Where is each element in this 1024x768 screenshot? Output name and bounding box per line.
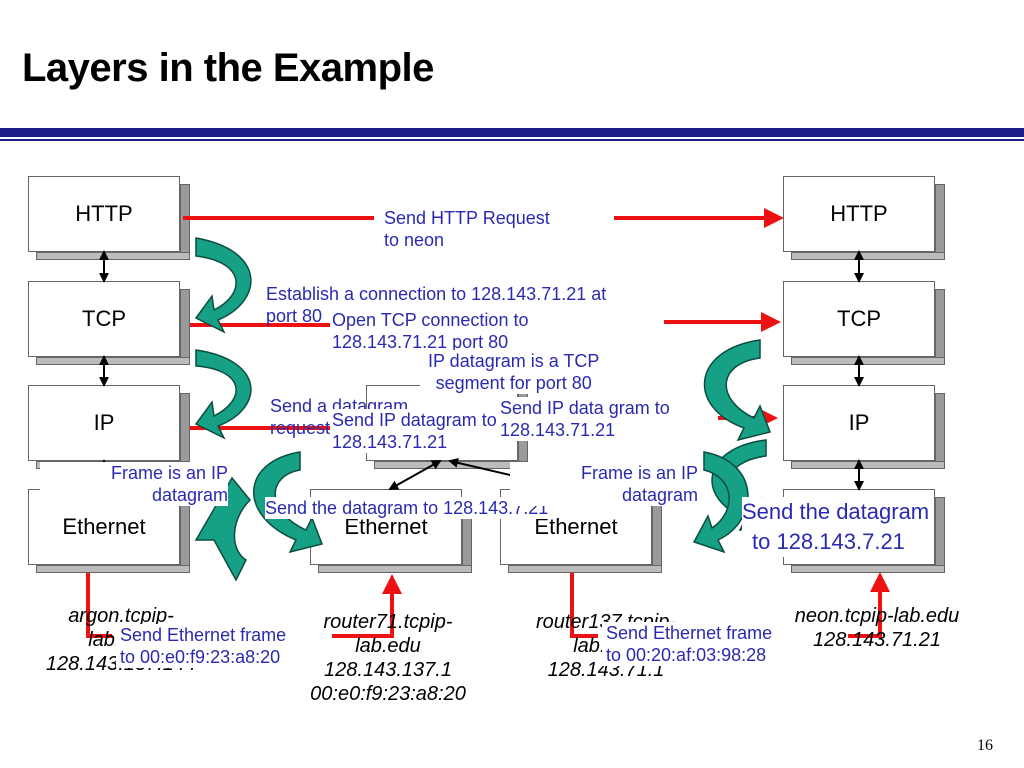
left-green-arrow-tcp-ip: [194, 349, 252, 440]
send-datagram-to-note: Send the datagram to 128.143.7.21: [265, 497, 549, 519]
left-tcp-label: TCP: [28, 281, 180, 357]
ip-tcp-segment-note: IP datagram is a TCP segment for port 80: [420, 350, 608, 394]
slide-title: Layers in the Example: [22, 46, 434, 90]
right-green-arrow-eth: [692, 451, 749, 554]
page-number: 16: [977, 737, 993, 754]
right-physical-arrow-a: [570, 573, 598, 638]
left-http-label: HTTP: [28, 176, 180, 252]
right-http-label: HTTP: [783, 176, 935, 252]
left-green-arrow-ip-eth: [194, 476, 252, 582]
send-ip-datagram-right-note: Send IP data gram to 128.143.71.21: [500, 397, 670, 441]
left-http-box: HTTP: [28, 176, 190, 260]
left-green-arrow-http-tcp: [194, 237, 252, 334]
frame-right-note: Frame is an IP datagram: [510, 462, 698, 506]
right-ip-box: IP: [783, 385, 945, 469]
right-tcp-box: TCP: [783, 281, 945, 365]
right-ip-label: IP: [783, 385, 935, 461]
send-ip-datagram-note: Send IP datagram to 128.143.71.21: [332, 409, 501, 453]
title-rule-thin: [0, 139, 1024, 141]
establish-connection-note: Establish a connection to 128.143.71.21 …: [266, 284, 607, 326]
right-http-box: HTTP: [783, 176, 945, 260]
right-physical-arrow-b: [848, 572, 890, 638]
frame-left-note: Frame is an IP datagram: [40, 462, 228, 506]
http-request-note: Send HTTP Request to neon: [384, 207, 550, 251]
router71-host-label: router71.tcpip- lab.edu 128.143.137.1 00…: [310, 611, 466, 705]
left-ip-label: IP: [28, 385, 180, 461]
open-tcp-note: Open TCP connection to 128.143.71.21 por…: [332, 309, 589, 353]
left-physical-arrow-a: [86, 573, 112, 638]
right-host-label: neon.tcpip-lab.edu 128.143.71.21: [794, 605, 960, 651]
left-physical-arrow-b: [332, 574, 402, 638]
left-tcp-box: TCP: [28, 281, 190, 365]
router-ip-eth71-link: [388, 460, 442, 490]
right-tcp-label: TCP: [783, 281, 935, 357]
right-green-arrow-tcp-up: [703, 339, 772, 442]
title-rule-thick: [0, 128, 1024, 137]
router-green-arrow-in: [253, 451, 324, 554]
eth-frame-left-note: Send Ethernet frame to 00:e0:f9:23:a8:20: [116, 624, 291, 668]
send-datagram-big-note: Send the datagram to 128.143.7.21: [742, 497, 930, 557]
eth-frame-right-note: Send Ethernet frame to 00:20:af:03:98:28: [602, 622, 777, 666]
